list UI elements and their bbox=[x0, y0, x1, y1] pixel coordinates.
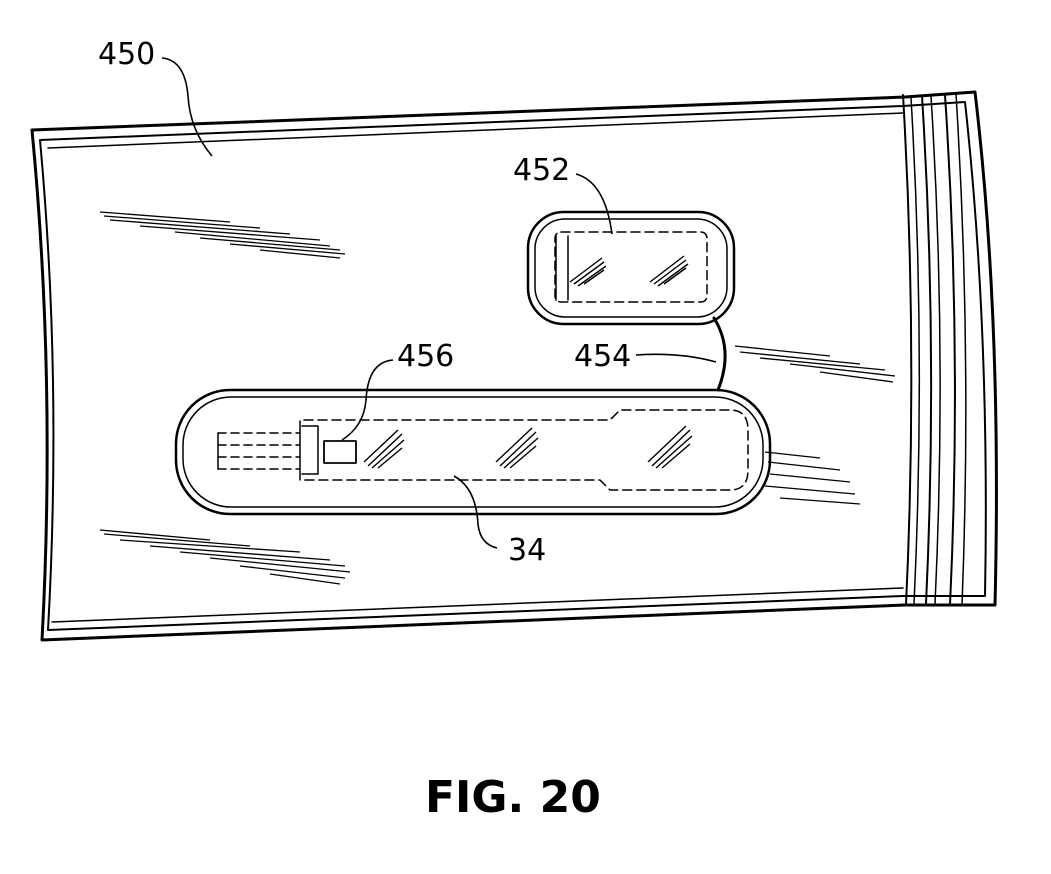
figure-caption: FIG. 20 bbox=[425, 772, 601, 823]
label-456: 456 bbox=[397, 339, 454, 374]
label-454: 454 bbox=[574, 339, 631, 374]
label-450: 450 bbox=[98, 37, 155, 72]
label-34: 34 bbox=[508, 533, 546, 568]
device bbox=[176, 390, 770, 514]
connector-cable bbox=[714, 318, 725, 390]
label-452: 452 bbox=[513, 153, 570, 188]
small-pouch bbox=[528, 212, 734, 324]
